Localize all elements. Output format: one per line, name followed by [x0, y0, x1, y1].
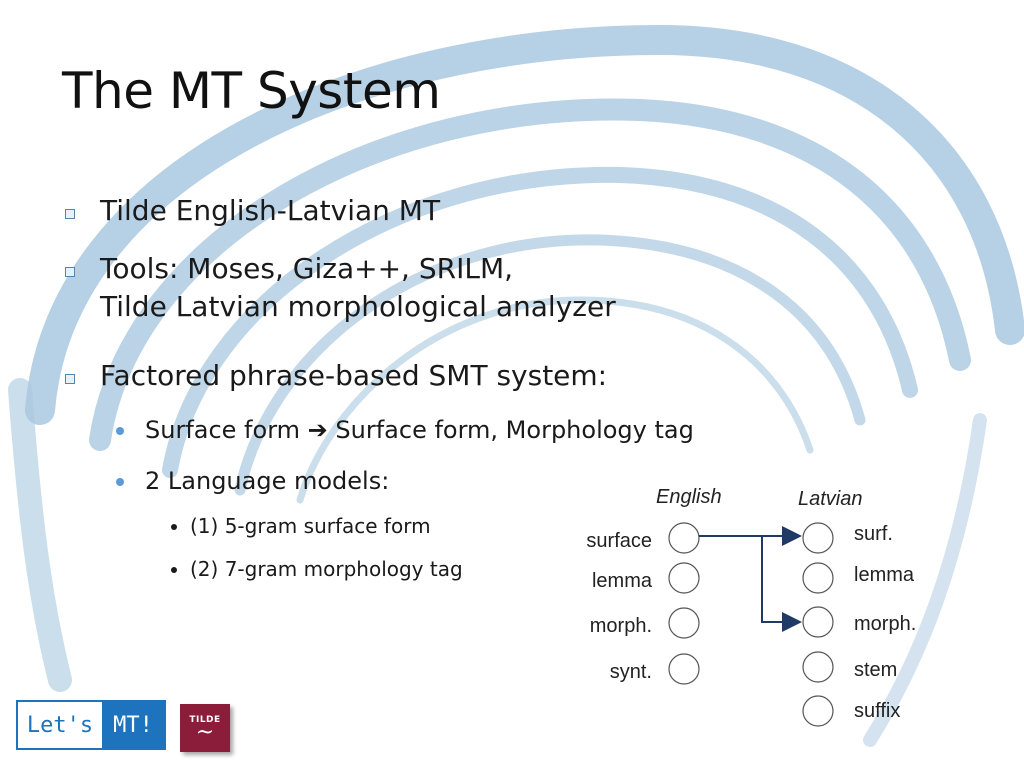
letsmt-logo-lets: Let's — [26, 712, 94, 738]
english-factor-synt: synt. — [609, 661, 652, 683]
english-factor-morph: morph. — [589, 615, 652, 637]
tilde-logo-word: TILDE — [189, 715, 221, 725]
sub-sub-bullet-5gram: (1) 5-gram surface form — [190, 514, 431, 538]
english-factor-lemma: lemma — [591, 570, 652, 592]
bullet-factored-smt: Factored phrase-based SMT system: — [100, 359, 608, 392]
right-arrow-icon: ➔ — [307, 416, 328, 444]
bullet-tilde-mt: Tilde English-Latvian MT — [100, 194, 441, 227]
sub-bullet-surface-form: Surface form ➔ Surface form, Morphology … — [145, 414, 694, 446]
latvian-header: Latvian — [798, 488, 863, 510]
dot-bullet-icon — [171, 524, 177, 530]
dot-bullet-icon — [116, 478, 124, 486]
sub-bullet-language-models: 2 Language models: — [145, 467, 390, 495]
tilde-logo: TILDE ~ — [180, 704, 230, 752]
square-bullet-icon — [65, 374, 75, 384]
tilde-wave-icon: ~ — [195, 720, 215, 745]
square-bullet-icon — [65, 209, 75, 219]
slide-title: The MT System — [62, 62, 441, 120]
sub-sub-bullet-7gram: (2) 7-gram morphology tag — [190, 557, 463, 581]
surface-form-before: Surface form — [145, 416, 301, 444]
letsmt-logo: Let's MT! — [16, 700, 166, 750]
letsmt-logo-mt: MT! — [102, 702, 164, 748]
dot-bullet-icon — [171, 567, 177, 573]
english-header: English — [656, 486, 722, 508]
surface-form-after: Surface form, Morphology tag — [335, 416, 694, 444]
bullet-tools-line1: Tools: Moses, Giza++, SRILM, — [100, 252, 513, 285]
latvian-factor-surf: surf. — [854, 523, 893, 545]
english-factor-surface: surface — [586, 530, 652, 552]
bullet-tools-line2: Tilde Latvian morphological analyzer — [100, 290, 616, 323]
latvian-factor-morph: morph. — [854, 613, 917, 635]
latvian-factor-suffix: suffix — [854, 700, 901, 722]
square-bullet-icon — [65, 267, 75, 277]
latvian-factor-stem: stem — [854, 659, 898, 681]
bullet-tools: Tools: Moses, Giza++, SRILM, Tilde Latvi… — [100, 250, 616, 326]
latvian-factor-lemma: lemma — [854, 564, 915, 586]
dot-bullet-icon — [116, 427, 124, 435]
